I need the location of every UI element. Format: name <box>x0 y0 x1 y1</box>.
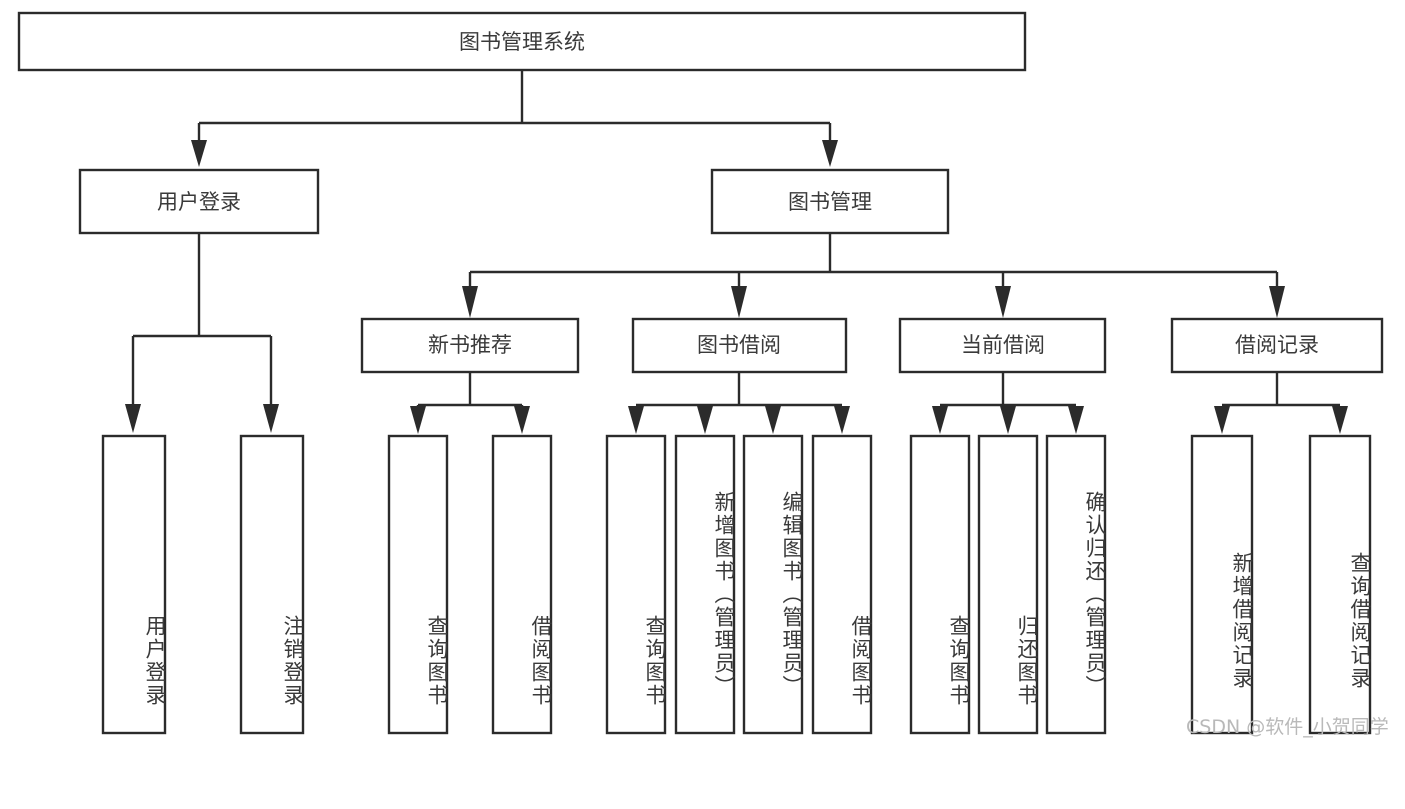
arrow-head-borrow-0 <box>628 406 644 434</box>
arrow-head-borrow-1 <box>697 406 713 434</box>
leaf-box-record-add[interactable] <box>1190 434 1254 735</box>
node-borrow-record-label: 借阅记录 <box>1235 333 1319 357</box>
node-borrow-record-box[interactable] <box>1170 317 1384 374</box>
leaf-box-borrow-query[interactable] <box>605 434 667 735</box>
node-root[interactable]: 图书管理系统 <box>17 11 1027 72</box>
arrow-head-borrow-3 <box>834 406 850 434</box>
node-book-management-box[interactable] <box>710 168 950 235</box>
arrow-head-level3-2 <box>995 286 1011 318</box>
leaf-box-borrow-lend[interactable] <box>811 434 873 735</box>
leaf-box-recommend-borrow[interactable] <box>491 434 553 735</box>
node-current-borrow-label: 当前借阅 <box>961 333 1045 357</box>
leaf-box-current-confirm[interactable] <box>1045 434 1107 735</box>
flowchart-canvas: 图书管理系统 用户登录 图书管理 <box>17 11 1389 738</box>
arrow-head-userlogin-0 <box>125 404 141 433</box>
leaf-box-user-login[interactable] <box>101 434 167 735</box>
leaf-box-borrow-edit[interactable] <box>742 434 804 735</box>
arrow-head-level2-0 <box>191 140 207 167</box>
node-book-borrow[interactable]: 图书借阅 <box>631 317 848 374</box>
node-new-book-recommend-label: 新书推荐 <box>428 333 512 357</box>
node-user-login-label: 用户登录 <box>157 190 241 214</box>
arrow-head-record-1 <box>1332 406 1348 434</box>
node-current-borrow-box[interactable] <box>898 317 1107 374</box>
node-current-borrow[interactable]: 当前借阅 <box>898 317 1107 374</box>
arrow-head-current-1 <box>1000 406 1016 434</box>
arrow-head-level3-3 <box>1269 286 1285 318</box>
leaf-box-recommend-query[interactable] <box>387 434 449 735</box>
diagram-svg: 图书管理系统 用户登录 图书管理 <box>17 11 1384 735</box>
node-root-label: 图书管理系统 <box>459 30 585 54</box>
arrow-head-level3-1 <box>731 286 747 318</box>
node-new-book-recommend[interactable]: 新书推荐 <box>360 317 580 374</box>
arrow-head-level3-0 <box>462 286 478 318</box>
watermark-label: CSDN @软件_小贺同学 <box>1186 716 1389 738</box>
arrow-head-current-0 <box>932 406 948 434</box>
arrow-head-record-0 <box>1214 406 1230 434</box>
arrow-head-userlogin-1 <box>263 404 279 433</box>
arrow-head-recommend-1 <box>514 406 530 434</box>
node-book-borrow-box[interactable] <box>631 317 848 374</box>
arrow-head-recommend-0 <box>410 406 426 434</box>
leaf-box-current-return[interactable] <box>977 434 1039 735</box>
leaf-box-current-query[interactable] <box>909 434 971 735</box>
node-user-login[interactable]: 用户登录 <box>78 168 320 235</box>
arrow-head-current-2 <box>1068 406 1084 434</box>
leaf-box-record-query[interactable] <box>1308 434 1372 735</box>
leaf-box-logout[interactable] <box>239 434 305 735</box>
node-book-management[interactable]: 图书管理 <box>710 168 950 235</box>
leaf-box-borrow-add[interactable] <box>674 434 736 735</box>
node-root-box[interactable] <box>17 11 1027 72</box>
arrow-head-borrow-2 <box>765 406 781 434</box>
node-new-book-recommend-box[interactable] <box>360 317 580 374</box>
arrow-head-level2-1 <box>822 140 838 167</box>
node-book-management-label: 图书管理 <box>788 190 872 214</box>
node-book-borrow-label: 图书借阅 <box>697 333 781 357</box>
node-borrow-record[interactable]: 借阅记录 <box>1170 317 1384 374</box>
